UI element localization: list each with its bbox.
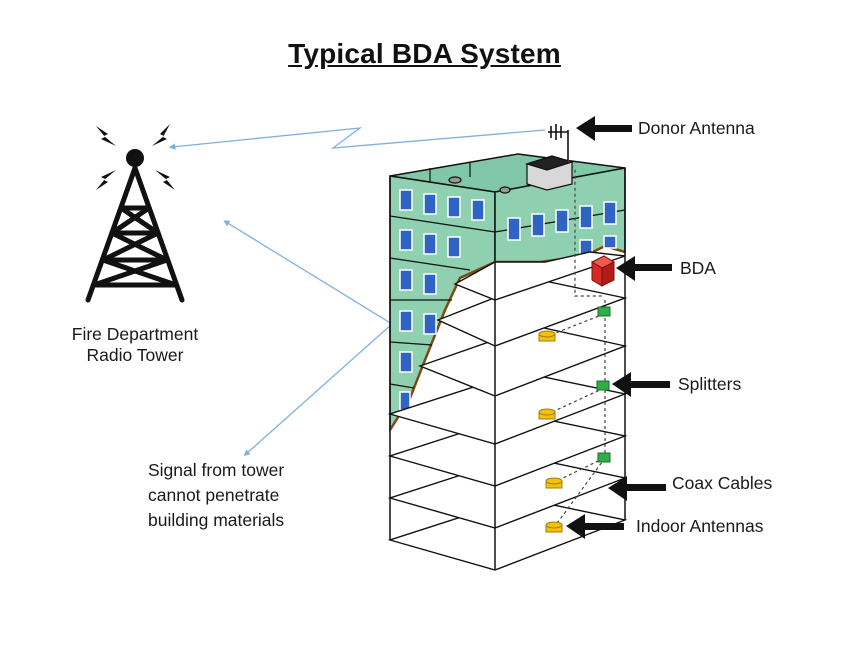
indoor-antenna-icon — [545, 521, 563, 533]
donor-antenna-label: Donor Antenna — [638, 118, 755, 138]
signal-bolt-icon — [96, 124, 175, 190]
arrow-left-icon — [608, 476, 666, 501]
coax-cables-label: Coax Cables — [672, 473, 773, 493]
signal-lines — [168, 127, 546, 457]
arrow-left-icon — [612, 372, 670, 397]
indoor-antennas-label: Indoor Antennas — [636, 516, 764, 536]
splitter-icon — [596, 380, 610, 391]
indoor-antenna-icon — [538, 408, 556, 420]
indoor-antenna-icon — [545, 477, 563, 489]
arrow-left-icon — [566, 514, 624, 539]
arrow-left-icon — [616, 256, 672, 281]
building — [388, 124, 626, 433]
signal-note-line3: building materials — [148, 510, 285, 530]
donor-antenna-icon — [548, 124, 569, 160]
splitter-icon — [597, 306, 611, 317]
arrow-left-icon — [576, 116, 632, 141]
tower-label: Fire Department Radio Tower — [55, 324, 215, 366]
splitters-label: Splitters — [678, 374, 742, 394]
indoor-antennas — [538, 330, 563, 533]
splitters — [596, 306, 611, 463]
coax-cable-lines — [547, 159, 606, 527]
bda-label: BDA — [680, 258, 716, 278]
signal-note: Signal from tower cannot penetrate build… — [148, 458, 284, 533]
splitter-icon — [597, 452, 611, 463]
tower-label-line1: Fire Department — [71, 324, 199, 344]
indoor-antenna-icon — [538, 330, 556, 342]
signal-note-line2: cannot penetrate — [148, 485, 280, 505]
tower-label-line2: Radio Tower — [86, 345, 184, 365]
bda-unit — [590, 255, 616, 287]
page-title: Typical BDA System — [288, 38, 561, 69]
interior-floors — [387, 251, 628, 571]
radio-tower-icon — [85, 149, 185, 303]
pointer-arrows — [566, 116, 672, 539]
signal-note-line1: Signal from tower — [148, 460, 285, 480]
